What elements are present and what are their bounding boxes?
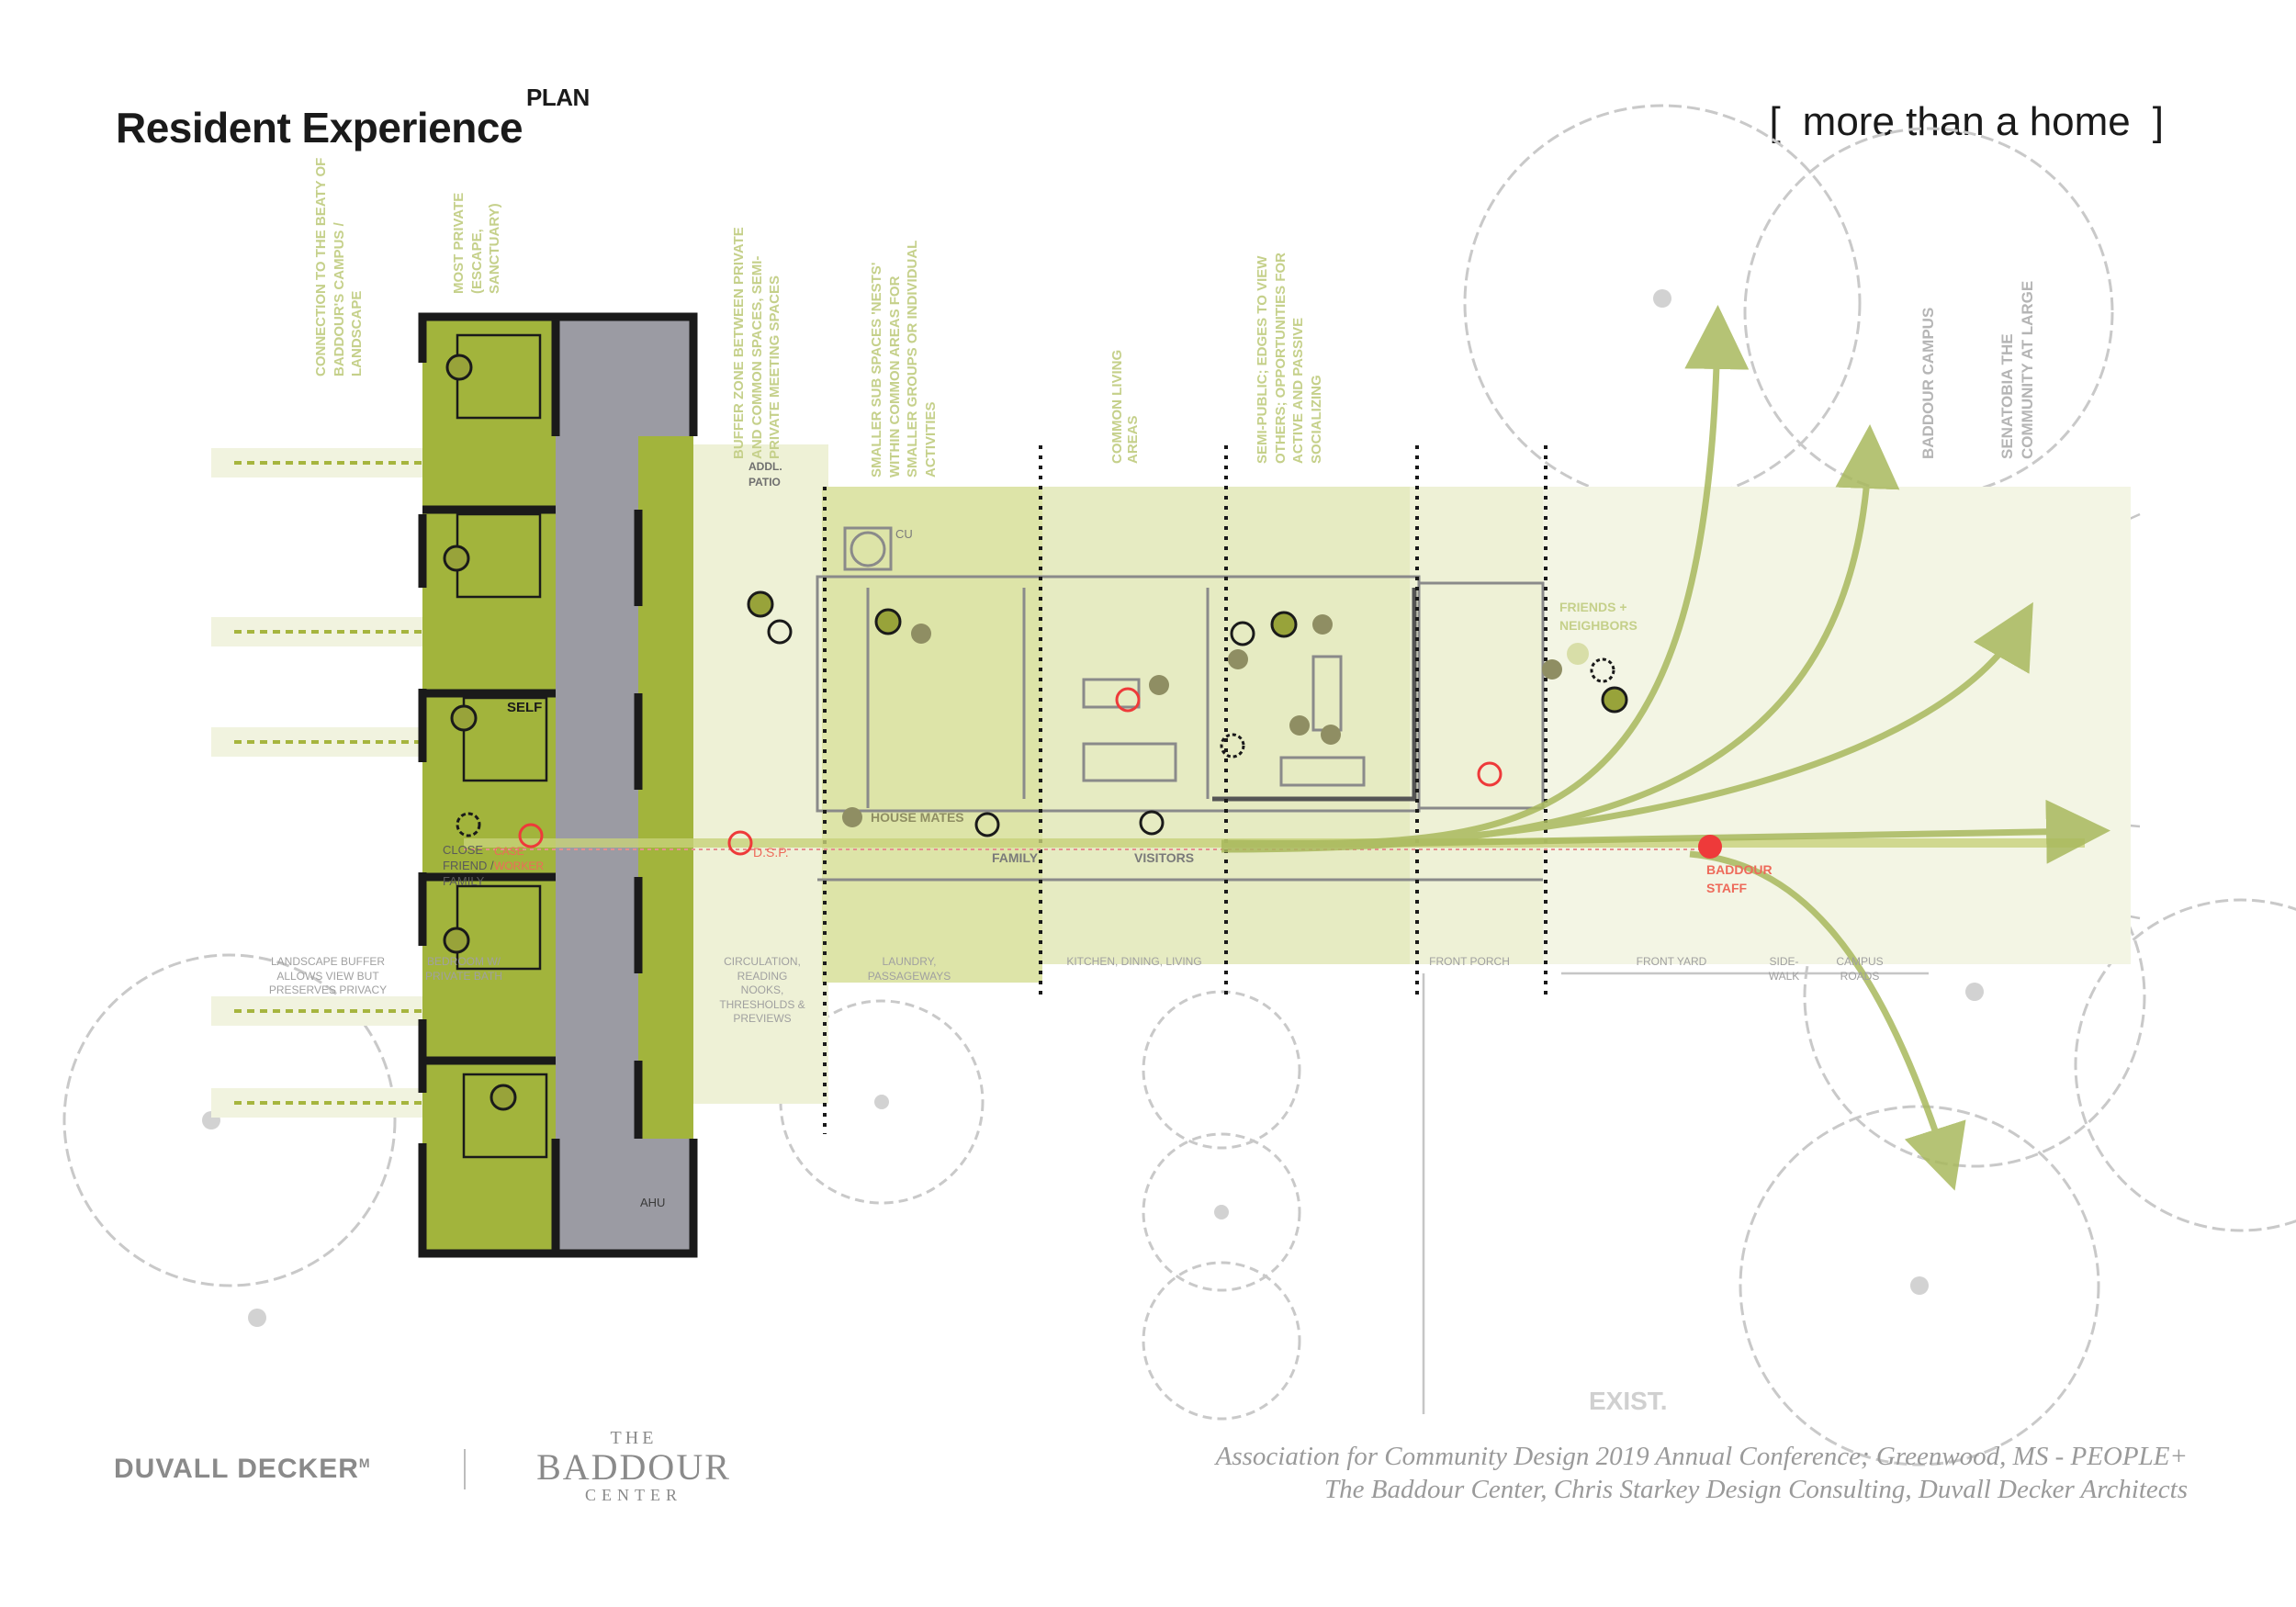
label-visitors: VISITORS xyxy=(1134,850,1195,865)
label-dsp: D.S.P. xyxy=(753,845,789,860)
zone-dividers xyxy=(823,445,1548,1134)
label-bedroom: BEDROOM W/ PRIVATE BATH xyxy=(424,955,502,983)
label-ahu: AHU xyxy=(640,1196,666,1209)
title-text: Resident Experience xyxy=(116,104,523,152)
outgoing-arrows xyxy=(1221,305,2110,1191)
tree-top-left xyxy=(1463,104,1862,502)
firm-name: DUVALL DECKER xyxy=(114,1454,359,1484)
label-roads: CAMPUS ROADS xyxy=(1836,955,1884,983)
zone-label-campus: BADDOUR CAMPUS xyxy=(1919,307,1937,459)
zone-label-buffer: BUFFER ZONE BETWEEN PRIVATE AND COMMON S… xyxy=(731,227,782,459)
bracket-open: [ xyxy=(1769,99,1781,144)
zone-bands xyxy=(691,444,2131,1104)
logo-center: CENTER xyxy=(585,1486,682,1504)
credits: Association for Community Design 2019 An… xyxy=(1216,1440,2188,1507)
zone-label-common: COMMON LIVING AREAS xyxy=(1109,349,1141,464)
zone-label-semi-public: SEMI-PUBLIC; EDGES TO VIEW OTHERS; OPPOR… xyxy=(1255,252,1324,464)
label-patio: ADDL. PATIO xyxy=(748,460,782,489)
zone-label-smaller: SMALLER SUB SPACES 'NESTS' WITHIN COMMON… xyxy=(869,240,939,478)
bracket-close: ] xyxy=(2152,99,2164,144)
label-laundry: LAUNDRY, PASSAGEWAYS xyxy=(867,955,951,983)
label-cu: CU xyxy=(895,527,913,541)
tree-col-3 xyxy=(1142,1261,1301,1421)
tree-right-low xyxy=(1739,1105,2100,1467)
credit-line-2: The Baddour Center, Chris Starkey Design… xyxy=(1324,1475,2188,1505)
zone-label-senatobia: SENATOBIA THE COMMUNITY AT LARGE xyxy=(1998,280,2037,459)
firm-logo: DUVALL DECKERM xyxy=(114,1454,371,1485)
firm-mark: M xyxy=(358,1455,371,1470)
page-title: Resident ExperiencePLAN xyxy=(116,84,590,152)
label-self: SELF xyxy=(507,700,543,715)
label-sidewalk: SIDE-WALK xyxy=(1768,955,1800,983)
label-circulation: CIRCULATION, READING NOOKS, THRESHOLDS &… xyxy=(719,955,805,1026)
label-yard: FRONT YARD xyxy=(1636,955,1707,968)
main-house xyxy=(816,526,1545,882)
zone-label-most-private: MOST PRIVATE (ESCAPE, SANCTUARY) xyxy=(451,192,502,294)
bedroom-wing xyxy=(418,312,698,1258)
title-sup: PLAN xyxy=(526,83,590,111)
people-markers xyxy=(443,354,1722,1111)
baddour-logo: THE BADDOUR CENTER xyxy=(519,1428,748,1505)
label-housemates: HOUSE MATES xyxy=(871,810,964,825)
tree-col-1 xyxy=(1142,990,1301,1150)
tree-left xyxy=(62,953,397,1287)
label-friends: FRIENDS + NEIGHBORS xyxy=(1559,600,1638,633)
label-family: FAMILY xyxy=(992,850,1039,865)
tree-col-2 xyxy=(1142,1132,1301,1292)
landscape-arrows xyxy=(211,448,478,1118)
zone-label-connection: CONNECTION TO THE BEATY OF BADDOUR'S CAM… xyxy=(313,157,365,376)
label-exist: EXIST. xyxy=(1589,1387,1668,1415)
logo-the: THE xyxy=(610,1428,658,1448)
label-kitchen: KITCHEN, DINING, LIVING xyxy=(1066,955,1202,968)
footer-divider xyxy=(464,1449,466,1489)
tree-trunks xyxy=(202,289,1984,1327)
label-porch: FRONT PORCH xyxy=(1429,955,1510,968)
label-staff: BADDOUR STAFF xyxy=(1706,862,1773,895)
label-close-family: CLOSE FRIEND / FAMILY xyxy=(443,843,494,888)
tagline-text: more than a home xyxy=(1802,99,2131,144)
tagline: [ more than a home] xyxy=(1747,99,2186,145)
tree-right-edge xyxy=(2074,898,2296,1232)
label-case-worker: CASE WORKER xyxy=(494,845,544,872)
logo-main: BADDOUR xyxy=(536,1446,731,1488)
credit-line-1: Association for Community Design 2019 An… xyxy=(1215,1442,2188,1471)
label-landscape: LANDSCAPE BUFFER ALLOWS VIEW BUT PRESERV… xyxy=(268,955,388,997)
